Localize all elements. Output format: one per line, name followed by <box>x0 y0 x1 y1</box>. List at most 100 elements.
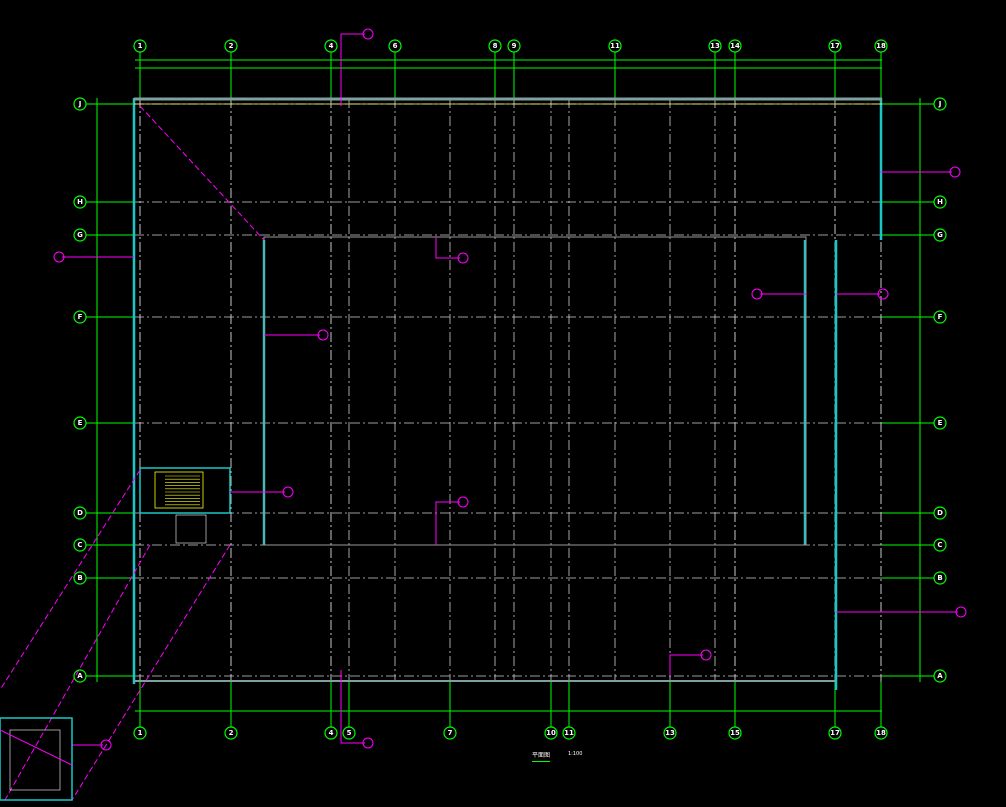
axis-label: 5 <box>347 729 352 737</box>
axis-label: G <box>77 231 83 239</box>
axis-label: G <box>937 231 943 239</box>
axis-left-B: B <box>73 571 87 585</box>
axis-right-H: H <box>933 195 947 209</box>
axis-circle <box>73 195 87 209</box>
axis-left-H: H <box>73 195 87 209</box>
axis-circle <box>73 228 87 242</box>
axis-circle <box>133 726 147 740</box>
axis-label: A <box>937 672 943 680</box>
axis-circle <box>608 39 622 53</box>
axis-circle <box>544 726 558 740</box>
axis-label: 4 <box>329 42 334 50</box>
axis-label: D <box>937 509 943 517</box>
axis-label: E <box>78 419 83 427</box>
axis-bottom-15: 15 <box>728 726 742 740</box>
axis-top-9: 9 <box>507 39 521 53</box>
grid-lines <box>86 52 934 727</box>
axis-label: 13 <box>665 729 675 737</box>
axis-circle <box>728 39 742 53</box>
axis-label: 1 <box>138 729 143 737</box>
axis-left-C: C <box>73 538 87 552</box>
axis-circle <box>224 39 238 53</box>
axis-label: 18 <box>876 42 886 50</box>
axis-bottom-4: 4 <box>324 726 338 740</box>
axis-circle <box>933 97 947 111</box>
axis-label: 18 <box>876 729 886 737</box>
axis-bottom-17: 17 <box>828 726 842 740</box>
axis-right-A: A <box>933 669 947 683</box>
axis-circle <box>933 538 947 552</box>
axis-circle <box>73 310 87 324</box>
walls <box>132 97 883 690</box>
axis-label: H <box>937 198 943 206</box>
detail-box <box>0 717 73 801</box>
axis-left-A: A <box>73 669 87 683</box>
axis-circle <box>933 416 947 430</box>
axis-label: 2 <box>229 729 234 737</box>
axis-circle <box>933 310 947 324</box>
axis-label: D <box>77 509 83 517</box>
axis-bottom-7: 7 <box>443 726 457 740</box>
axis-top-13: 13 <box>708 39 722 53</box>
axis-bottom-11: 11 <box>562 726 576 740</box>
axis-left-F: F <box>73 310 87 324</box>
axis-label: C <box>77 541 82 549</box>
axis-circle <box>488 39 502 53</box>
axis-bottom-18: 18 <box>874 726 888 740</box>
drawing-title: 平面图 <box>532 750 551 762</box>
axis-left-D: D <box>73 506 87 520</box>
axis-top-11: 11 <box>608 39 622 53</box>
axis-circle <box>874 39 888 53</box>
axis-circle <box>708 39 722 53</box>
axis-label: 7 <box>448 729 453 737</box>
axis-label: 14 <box>730 42 740 50</box>
axis-label: 17 <box>830 42 840 50</box>
axis-bottom-5: 5 <box>342 726 356 740</box>
axis-circle <box>562 726 576 740</box>
axis-label: 1 <box>138 42 143 50</box>
axis-label: H <box>77 198 83 206</box>
axis-left-J: J <box>73 97 87 111</box>
axis-circle <box>933 571 947 585</box>
axis-circle <box>443 726 457 740</box>
axis-label: 6 <box>393 42 398 50</box>
axis-circle <box>933 195 947 209</box>
axis-label: C <box>937 541 942 549</box>
axis-circle <box>324 726 338 740</box>
axis-circle <box>507 39 521 53</box>
axis-circle <box>342 726 356 740</box>
axis-circle <box>73 538 87 552</box>
axis-label: 15 <box>730 729 740 737</box>
axis-circle <box>933 669 947 683</box>
axis-label: F <box>938 313 943 321</box>
axis-circle <box>224 726 238 740</box>
axis-label: 4 <box>329 729 334 737</box>
axis-circle <box>728 726 742 740</box>
axis-label: 11 <box>564 729 574 737</box>
axis-circle <box>828 726 842 740</box>
axis-label: J <box>78 100 82 108</box>
axis-right-D: D <box>933 506 947 520</box>
axis-right-J: J <box>933 97 947 111</box>
axis-left-E: E <box>73 416 87 430</box>
axis-circle <box>828 39 842 53</box>
axis-circle <box>388 39 402 53</box>
axis-right-C: C <box>933 538 947 552</box>
axis-bottom-13: 13 <box>663 726 677 740</box>
stair <box>139 467 231 544</box>
axis-label: A <box>77 672 83 680</box>
axis-top-18: 18 <box>874 39 888 53</box>
axis-bottom-1: 1 <box>133 726 147 740</box>
axis-label: B <box>77 574 82 582</box>
axis-top-14: 14 <box>728 39 742 53</box>
axis-circle <box>133 39 147 53</box>
axis-circle <box>933 228 947 242</box>
axis-right-B: B <box>933 571 947 585</box>
dimension-lines <box>96 59 921 712</box>
axis-label: 13 <box>710 42 720 50</box>
leader-lines <box>0 28 967 801</box>
axis-circle <box>663 726 677 740</box>
axis-top-6: 6 <box>388 39 402 53</box>
